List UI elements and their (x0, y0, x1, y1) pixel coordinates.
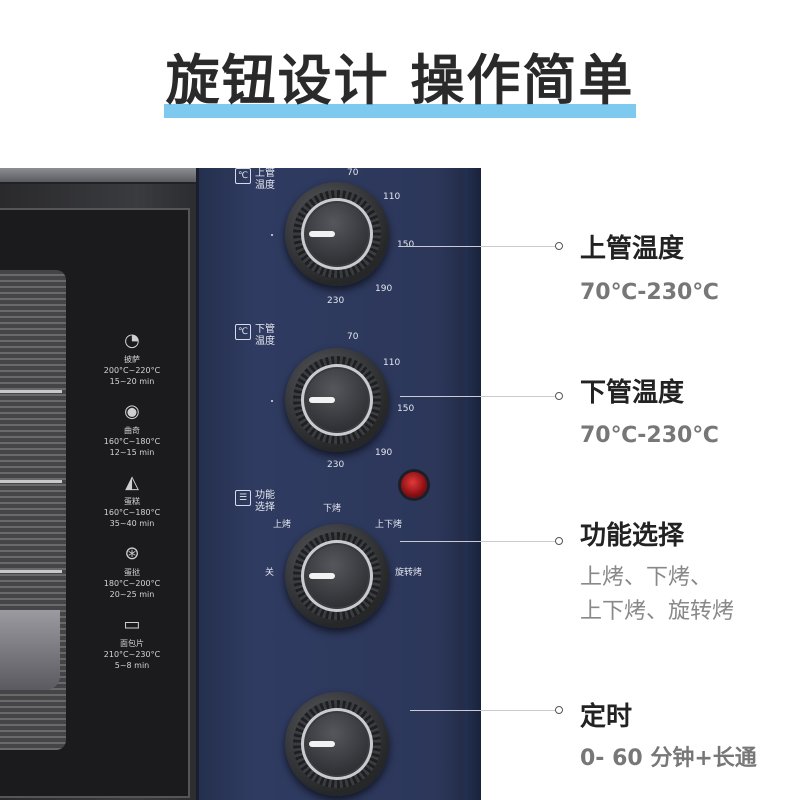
label-line: 温度 (255, 180, 275, 191)
oven-door: ◔ 披萨 200°C~220°C 15~20 min ◉ 曲奇 160°C~18… (0, 168, 196, 800)
lower-temp-label: ℃ 下管温度 (235, 324, 275, 348)
timer-knob[interactable] (285, 692, 389, 796)
guide-temp: 160°C~180°C (103, 437, 161, 446)
thermometer-icon: ℃ (235, 168, 251, 184)
oven-rack (0, 390, 62, 393)
function-desc-line1: 上烤、下烤、 (580, 565, 713, 590)
scale-dot (271, 234, 273, 236)
function-desc-line2: 上下烤、旋转烤 (580, 599, 735, 624)
scale-mark: 70 (347, 332, 359, 342)
label-line: 温度 (255, 336, 275, 347)
knob-pointer (309, 231, 335, 237)
callout-dot (555, 392, 563, 400)
guide-item: ◭ 蛋糕 160°C~180°C 35~40 min (92, 472, 172, 543)
scale-mark: 上下烤 (375, 520, 403, 530)
scale-mark: 上烤 (273, 520, 292, 530)
guide-item: ▭ 面包片 210°C~230°C 5~8 min (92, 614, 172, 685)
oven-image: ◔ 披萨 200°C~220°C 15~20 min ◉ 曲奇 160°C~18… (0, 168, 481, 800)
baking-tray (0, 610, 60, 690)
guide-temp: 160°C~180°C (103, 508, 161, 517)
scale-mark: 70 (347, 168, 359, 178)
guide-item: ◔ 披萨 200°C~220°C 15~20 min (92, 330, 172, 401)
upper-temp-label: ℃ 上管温度 (235, 168, 275, 192)
pizza-icon: ◔ (124, 330, 140, 351)
thermometer-icon: ℃ (235, 324, 251, 340)
oven-window: ◔ 披萨 200°C~220°C 15~20 min ◉ 曲奇 160°C~18… (0, 208, 190, 798)
function-knob[interactable] (285, 524, 389, 628)
label-line: 上管 (255, 168, 275, 179)
upper-temp-range: 70℃-230℃ (580, 280, 719, 305)
scale-mark: 150 (397, 240, 415, 250)
scale-mark: 230 (327, 296, 345, 306)
guide-temp: 200°C~220°C (103, 366, 161, 375)
guide-temp: 180°C~200°C (103, 579, 161, 588)
guide-time: 5~8 min (114, 661, 150, 670)
label-line: 下管 (255, 324, 275, 335)
oven-rack (0, 570, 62, 573)
callout-dot (555, 537, 563, 545)
knob-pointer (309, 573, 335, 579)
scale-mark: 110 (383, 358, 401, 368)
upper-temp-title: 上管温度 (580, 234, 685, 264)
scale-mark: 110 (383, 192, 401, 202)
scale-mark: 230 (327, 460, 345, 470)
knob-pointer (309, 741, 335, 747)
scale-mark: 关 (265, 568, 275, 578)
control-panel: ℃ 上管温度 70 110 150 190 230 ℃ 下管温度 70 110 … (196, 168, 481, 800)
title-area: 旋钮设计 操作简单 (0, 48, 800, 114)
guide-item: ◉ 曲奇 160°C~180°C 12~15 min (92, 401, 172, 472)
guide-time: 20~25 min (109, 590, 155, 599)
page-title: 旋钮设计 操作简单 (165, 49, 635, 112)
menu-icon: ☰ (235, 490, 251, 506)
guide-name: 面包片 (120, 639, 144, 648)
cake-icon: ◭ (125, 472, 139, 493)
lower-temp-title: 下管温度 (580, 378, 685, 408)
scale-mark: 190 (375, 448, 393, 458)
oven-rack (0, 480, 62, 483)
guide-temp: 210°C~230°C (103, 650, 161, 659)
function-title: 功能选择 (580, 521, 685, 551)
guide-time: 12~15 min (109, 448, 155, 457)
bread-icon: ▭ (123, 614, 141, 635)
upper-temp-knob[interactable] (285, 182, 389, 286)
callout-dot (555, 242, 563, 250)
timer-range: 0- 60 分钟+长通 (580, 746, 757, 771)
guide-time: 35~40 min (109, 519, 155, 528)
callout-dot (555, 706, 563, 714)
door-handle (0, 168, 196, 184)
timer-title: 定时 (580, 702, 633, 732)
callout-line (400, 246, 556, 247)
egg-tart-icon: ⊛ (124, 543, 140, 564)
lower-temp-knob[interactable] (285, 348, 389, 452)
guide-name: 蛋糕 (124, 497, 140, 506)
guide-item: ⊛ 蛋挞 180°C~200°C 20~25 min (92, 543, 172, 614)
knob-pointer (309, 397, 335, 403)
lower-temp-range: 70℃-230℃ (580, 423, 719, 448)
label-line: 功能 (255, 490, 275, 501)
guide-name: 蛋挞 (124, 568, 140, 577)
callout-line (400, 396, 556, 397)
callout-line (410, 710, 556, 711)
power-indicator-light (401, 472, 427, 498)
function-label: ☰ 功能选择 (235, 490, 275, 514)
callout-line (400, 541, 556, 542)
label-line: 选择 (255, 502, 275, 513)
panel-edge (465, 168, 481, 800)
scale-mark: 旋转烤 (395, 568, 423, 578)
scale-mark: 下烤 (323, 504, 342, 514)
scale-mark: 150 (397, 404, 415, 414)
cooking-guide: ◔ 披萨 200°C~220°C 15~20 min ◉ 曲奇 160°C~18… (92, 330, 172, 685)
cookie-icon: ◉ (124, 401, 140, 422)
guide-name: 披萨 (124, 355, 140, 364)
guide-time: 15~20 min (109, 377, 155, 386)
scale-mark: 190 (375, 284, 393, 294)
title-highlight (164, 104, 636, 118)
scale-dot (271, 400, 273, 402)
guide-name: 曲奇 (124, 426, 140, 435)
